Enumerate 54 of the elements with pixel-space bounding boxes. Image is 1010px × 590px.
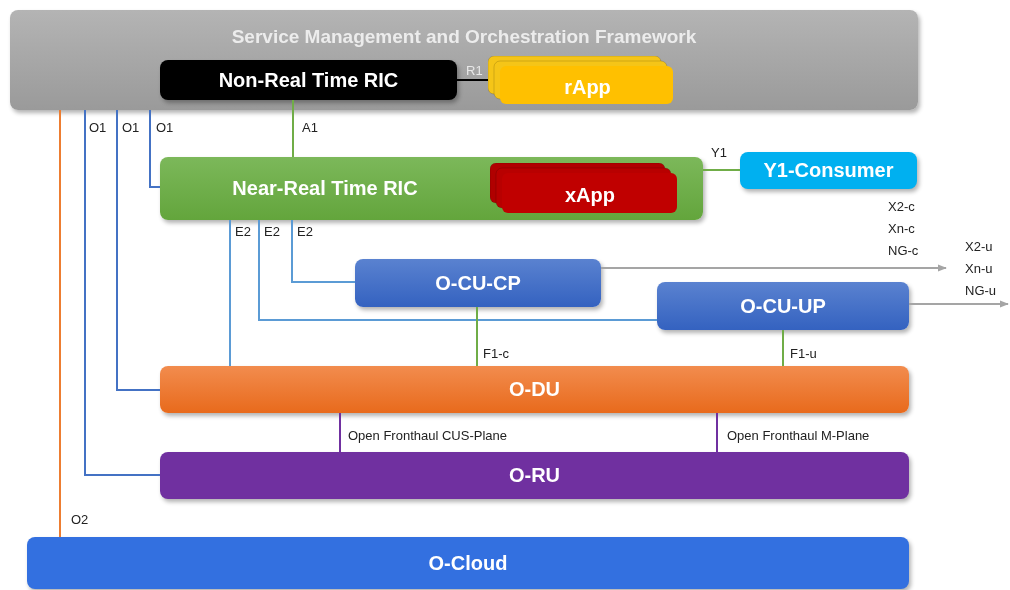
connector-line bbox=[59, 109, 61, 538]
edge-label: Open Fronthaul CUS-Plane bbox=[348, 427, 507, 445]
ric-box bbox=[160, 60, 457, 100]
connector-line bbox=[339, 412, 341, 453]
node-label: O-DU bbox=[507, 377, 562, 402]
arrow bbox=[908, 300, 1009, 308]
node-label: rApp bbox=[563, 74, 612, 100]
node-label: Y1-Consumer bbox=[762, 158, 895, 183]
node-label: Non-Real Time RIC bbox=[217, 67, 400, 93]
edge-label: O1 bbox=[89, 119, 107, 137]
function-box bbox=[657, 282, 909, 330]
node-label: O-RU bbox=[507, 463, 562, 488]
arrow bbox=[600, 264, 947, 272]
app-stack bbox=[490, 163, 678, 215]
connector-line bbox=[456, 79, 489, 81]
connector-line bbox=[116, 109, 161, 391]
edge-label: Y1 bbox=[711, 144, 727, 162]
node-label: O-CU-UP bbox=[739, 293, 827, 319]
function-band bbox=[160, 452, 909, 499]
connector-line bbox=[292, 99, 294, 158]
connector-line bbox=[291, 219, 356, 283]
edge-label: X2-u Xn-u NG-u bbox=[965, 238, 998, 300]
connector-line bbox=[476, 306, 478, 367]
function-band bbox=[160, 366, 909, 413]
function-box bbox=[355, 259, 601, 307]
cloud-band bbox=[27, 537, 909, 589]
edge-label: F1-u bbox=[790, 345, 817, 363]
edge-label: O1 bbox=[156, 119, 174, 137]
node-label: xApp bbox=[564, 182, 616, 208]
connector-line bbox=[258, 219, 658, 321]
app-stack bbox=[488, 56, 674, 106]
edge-label: E2 bbox=[264, 223, 280, 241]
edge-label: E2 bbox=[297, 223, 313, 241]
edge-label: X2-c Xn-c NG-c bbox=[888, 198, 920, 260]
framework-band bbox=[10, 10, 918, 110]
edge-label: A1 bbox=[302, 119, 318, 137]
connector-line bbox=[229, 219, 231, 367]
ric-box bbox=[160, 157, 703, 220]
connector-line bbox=[84, 109, 161, 476]
edge-label: R1 bbox=[466, 62, 483, 80]
node-label: O-Cloud bbox=[427, 550, 509, 576]
connector-line bbox=[716, 412, 718, 453]
edge-label: F1-c bbox=[483, 345, 509, 363]
connector-line bbox=[782, 329, 784, 367]
connector-line bbox=[149, 109, 161, 188]
connector-line bbox=[702, 169, 741, 171]
edge-label: E2 bbox=[235, 223, 251, 241]
node-label: Service Management and Orchestration Framework bbox=[230, 25, 698, 49]
node-label: O-CU-CP bbox=[434, 270, 522, 296]
node-label: Near-Real Time RIC bbox=[231, 176, 419, 201]
consumer-box bbox=[740, 152, 917, 189]
edge-label: O2 bbox=[71, 511, 89, 529]
edge-label: O1 bbox=[122, 119, 140, 137]
edge-label: Open Fronthaul M-Plane bbox=[727, 427, 870, 445]
